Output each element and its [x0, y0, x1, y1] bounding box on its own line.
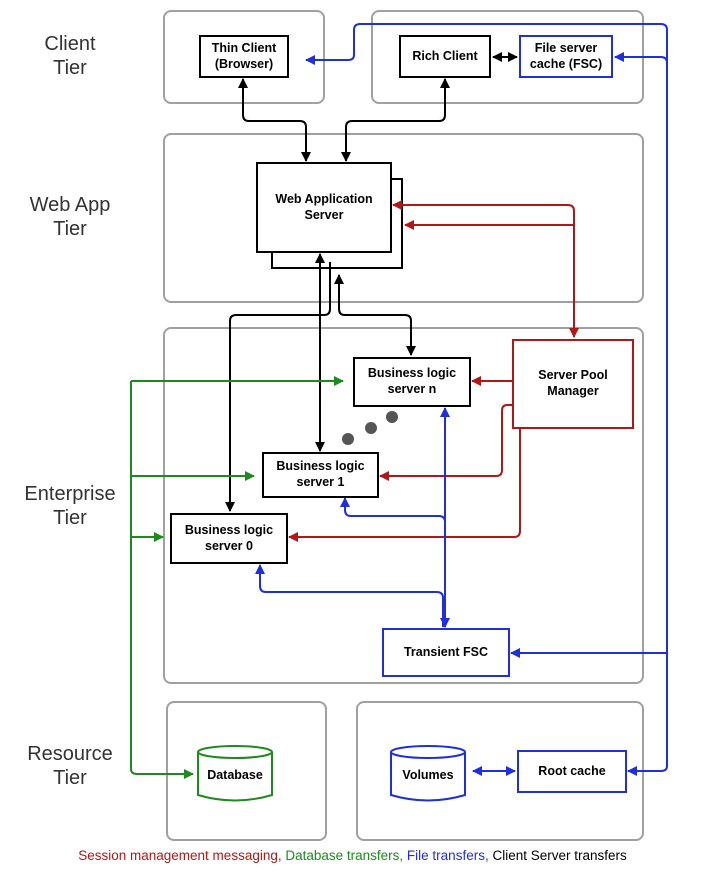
web-application-server-node: Web Application Server [256, 162, 392, 253]
business-logic-server-0-node: Business logic server 0 [170, 513, 288, 564]
legend-session: Session management messaging, [78, 848, 282, 863]
ellipsis-dot-1 [342, 433, 354, 445]
root-cache-node: Root cache [517, 750, 627, 793]
database-cylinder-shape [197, 745, 273, 802]
ellipsis-dot-2 [365, 422, 377, 434]
edge-transient-fsc-bls1 [340, 497, 446, 627]
file-server-cache-node: File server cache (FSC) [519, 35, 613, 78]
ellipsis-dot-3 [386, 411, 398, 423]
legend: Session management messaging, Database t… [0, 848, 705, 863]
business-logic-server-n-node: Business logic server n [353, 357, 471, 407]
edge-bls-database [130, 381, 194, 779]
volumes-cylinder-shape [390, 745, 466, 802]
database-node: Database [207, 768, 263, 782]
webapp-tier-label: Web App Tier [29, 194, 111, 240]
transient-fsc-node: Transient FSC [382, 628, 510, 677]
edge-web-app-server-pool-manager [392, 200, 579, 338]
business-logic-server-1-node: Business logic server 1 [262, 452, 379, 498]
edge-fsc-thin-client [305, 23, 668, 104]
edge-fsc-root-cache [614, 52, 668, 776]
edge-server-pool-manager-bls1 [379, 404, 512, 481]
volumes-node: Volumes [402, 768, 454, 782]
server-pool-manager-node: Server Pool Manager [512, 339, 634, 429]
thin-client-node: Thin Client (Browser) [199, 35, 289, 78]
edge-web-app-blsn [334, 274, 416, 356]
edge-rich-client-web-app [341, 78, 450, 162]
rich-client-node: Rich Client [399, 35, 491, 78]
resource-tier-label: Resource Tier [27, 743, 113, 789]
client-tier-label: Client Tier [44, 33, 96, 79]
legend-database: Database transfers, [281, 848, 404, 863]
resource-tier-zone-left [166, 701, 327, 841]
legend-file: File transfers, [403, 848, 489, 863]
edge-thin-client-web-app [238, 78, 311, 162]
edge-web-app-bls0 [225, 262, 331, 512]
legend-client: Client Server transfers [488, 848, 627, 863]
enterprise-tier-label: Enterprise Tier [24, 483, 116, 529]
edge-transient-fsc-bls0 [255, 564, 444, 627]
